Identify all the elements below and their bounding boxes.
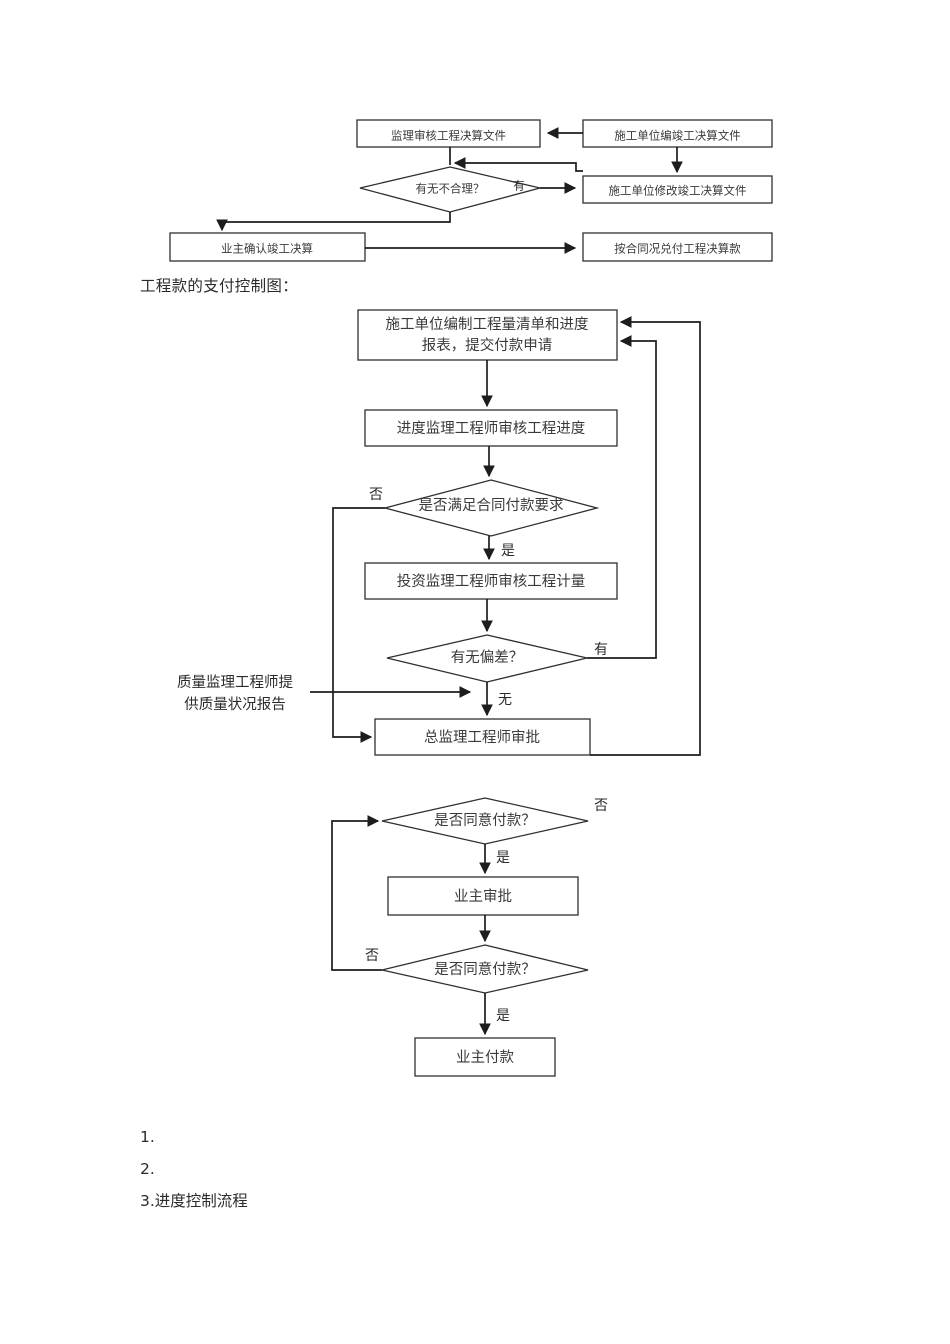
edge-label-none-deviation: 无 — [498, 692, 512, 708]
node-label: 监理审核工程决算文件 — [391, 129, 506, 143]
edge-label-yes-contract: 是 — [501, 543, 515, 559]
edge-label-no-second: 否 — [365, 948, 379, 964]
approval-flow-diagram: 是否同意付款？ 业主审批 是否同意付款？ 业主付款 否 是 — [0, 780, 950, 1100]
side-note-line2: 供质量状况报告 — [184, 697, 286, 714]
node-label-line2: 报表，提交付款申请 — [422, 336, 553, 354]
node-label: 业主付款 — [456, 1049, 514, 1066]
node-contractor-prepare-docs: 施工单位编竣工决算文件 — [582, 119, 773, 148]
node-label: 业主确认竣工决算 — [221, 242, 313, 256]
node-contractor-boq-and-progress: 施工单位编制工程量清单和进度 报表，提交付款申请 — [357, 309, 618, 361]
list-item-2: 2. — [140, 1159, 155, 1178]
node-cost-engineer-measure: 投资监理工程师审核工程计量 — [364, 562, 618, 600]
edge-label-no-first: 否 — [594, 798, 608, 814]
node-agree-payment-1: 是否同意付款？ — [381, 797, 589, 845]
node-label: 业主审批 — [454, 888, 512, 905]
edge-label-has-deviation: 有 — [594, 642, 608, 658]
settlement-flow-diagram: 监理审核工程决算文件 施工单位编竣工决算文件 有无不合理？ 施工单位修改竣工决算… — [0, 0, 950, 290]
list-item-3: 3.进度控制流程 — [140, 1191, 248, 1210]
node-label: 施工单位修改竣工决算文件 — [609, 184, 747, 198]
node-has-deviation: 有无偏差？ — [386, 634, 588, 683]
node-label: 按合同况兑付工程决算款 — [614, 242, 741, 256]
node-label: 总监理工程师审批 — [424, 729, 540, 746]
side-note-line1: 质量监理工程师提 — [177, 675, 293, 691]
node-contractor-revise-docs: 施工单位修改竣工决算文件 — [582, 175, 773, 204]
connector-decision-to-owner-confirm — [216, 212, 451, 232]
node-meets-contract-payment: 是否满足合同付款要求 — [382, 479, 600, 537]
node-progress-engineer-review: 进度监理工程师审核工程进度 — [364, 409, 618, 447]
node-agree-payment-2: 是否同意付款？ — [381, 944, 589, 994]
node-owner-approve: 业主审批 — [387, 876, 579, 916]
caption-payment-flow: 工程款的支付控制图： — [140, 277, 299, 295]
node-label: 是否同意付款？ — [434, 960, 536, 978]
connector-agree2-no-loop — [331, 815, 382, 971]
node-label: 有无偏差？ — [451, 649, 524, 666]
connector-deviation-has-loop — [587, 335, 657, 659]
edge-label-yes-first: 是 — [496, 850, 510, 866]
node-chief-engineer-approve: 总监理工程师审批 — [374, 718, 591, 756]
node-label: 投资监理工程师审核工程计量 — [397, 573, 586, 590]
node-owner-pay: 业主付款 — [414, 1037, 556, 1077]
connector-approve-feedback-loop — [590, 316, 701, 756]
footer-list: 1. 2. 3.进度控制流程 — [140, 1122, 248, 1217]
edge-label-no-contract: 否 — [369, 487, 383, 503]
edge-label-has-unreasonable: 有 — [513, 179, 525, 193]
connector-revise-back-to-decision — [453, 157, 583, 172]
node-pay-per-contract: 按合同况兑付工程决算款 — [582, 232, 773, 262]
edge-label-yes-second: 是 — [496, 1008, 510, 1024]
node-label: 施工单位编竣工决算文件 — [614, 129, 741, 143]
side-note-quality-report: 质量监理工程师提 供质量状况报告 — [155, 672, 315, 717]
node-label: 是否满足合同付款要求 — [419, 497, 564, 514]
payment-flow-diagram: 施工单位编制工程量清单和进度 报表，提交付款申请 进度监理工程师审核工程进度 是… — [0, 300, 950, 780]
node-label: 进度监理工程师审核工程进度 — [397, 420, 586, 437]
node-label: 是否同意付款？ — [434, 811, 536, 829]
node-label: 有无不合理？ — [416, 182, 485, 196]
node-review-settlement-docs: 监理审核工程决算文件 — [356, 119, 541, 148]
node-owner-confirm-settlement: 业主确认竣工决算 — [169, 232, 366, 262]
node-label-line1: 施工单位编制工程量清单和进度 — [386, 316, 589, 333]
list-item-1: 1. — [140, 1128, 155, 1146]
connector-decision-no-loop — [332, 507, 385, 743]
